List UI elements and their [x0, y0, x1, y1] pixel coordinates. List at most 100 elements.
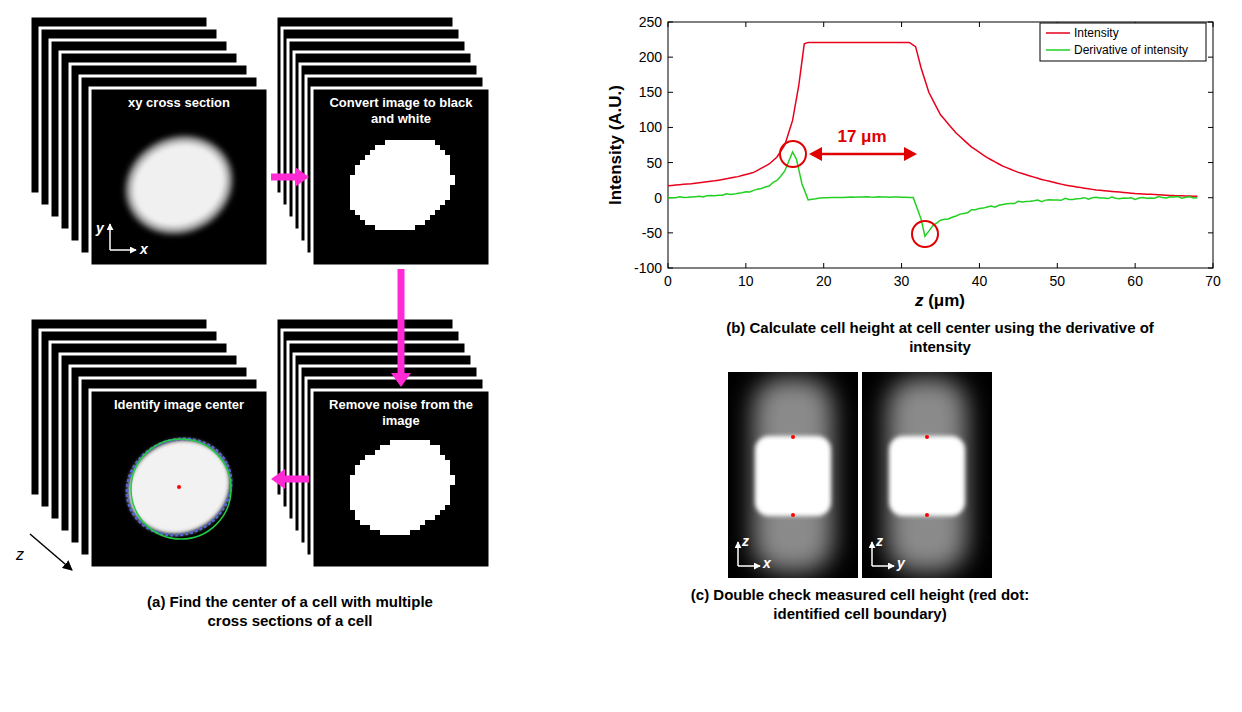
- tick-mark: [668, 22, 673, 23]
- tick-mark: [901, 22, 902, 27]
- image-stack: [276, 318, 490, 568]
- panel-title: xy cross section: [90, 88, 268, 111]
- tick-mark: [979, 22, 980, 27]
- tick-mark: [745, 263, 746, 268]
- tick-mark: [668, 263, 669, 268]
- cell-body: [755, 436, 831, 516]
- tick-mark: [668, 22, 669, 27]
- flow-arrow: [285, 476, 309, 483]
- legend-text: Intensity: [1074, 25, 1119, 41]
- axis-label: z: [876, 532, 888, 550]
- panel-caption: (b) Calculate cell height at cell center…: [720, 318, 1160, 356]
- fitted-circle: [131, 439, 231, 539]
- side-view-yz: [862, 372, 992, 578]
- plot-frame: [668, 22, 1213, 268]
- tick-mark: [1213, 22, 1214, 27]
- image-background: [728, 372, 858, 578]
- image-frame: [312, 88, 490, 266]
- tick-mark: [1208, 127, 1213, 128]
- boundary-dot: [925, 513, 929, 517]
- image-axes: [110, 224, 136, 250]
- intensity-curve: [668, 42, 1197, 196]
- pixel-edge: [111, 422, 247, 552]
- tick-label: -50: [606, 224, 662, 242]
- axis-arrow: [871, 542, 873, 566]
- boundary-dot: [791, 513, 795, 517]
- tick-label: 20: [804, 272, 844, 290]
- tick-mark: [668, 92, 673, 93]
- axis-arrow: [110, 249, 136, 251]
- arrow-head: [904, 147, 917, 161]
- image-frame: [312, 390, 490, 568]
- tick-mark: [745, 22, 746, 27]
- axis-title: z (μm): [880, 290, 1000, 312]
- axis-arrow: [109, 224, 111, 250]
- tick-mark: [979, 263, 980, 268]
- legend-line: [1046, 49, 1070, 51]
- axis-label: x: [140, 240, 152, 258]
- binary-cell: [350, 440, 455, 535]
- axis-title: Intensity (A.U.): [605, 35, 627, 255]
- plot-curves: [668, 42, 1197, 236]
- tick-mark: [823, 22, 824, 27]
- tick-mark: [1208, 57, 1213, 58]
- image-stack: [276, 16, 490, 266]
- highlight-circle: [912, 221, 938, 247]
- legend-lines: [1046, 33, 1070, 50]
- axis-label: y: [96, 219, 108, 237]
- axis-arrow: [737, 542, 739, 566]
- tick-label: 200: [606, 48, 662, 66]
- tick-mark: [1057, 263, 1058, 268]
- image-stacks: [30, 16, 490, 568]
- cell-blob: [112, 423, 245, 550]
- tick-label: 10: [726, 272, 766, 290]
- cell-halo: [887, 378, 967, 572]
- cell-halo: [753, 378, 833, 572]
- dimension-line: [820, 153, 905, 156]
- image-stack: [30, 16, 268, 266]
- axis-ticks: [668, 22, 1213, 268]
- tick-mark: [668, 268, 673, 269]
- highlight-circle: [780, 141, 806, 167]
- dimension-label: 17 μm: [822, 127, 902, 147]
- tick-label: -100: [606, 259, 662, 277]
- dimension-arrow: [809, 147, 917, 161]
- boundary-dot: [791, 435, 795, 439]
- tick-mark: [1208, 92, 1213, 93]
- tick-mark: [1208, 162, 1213, 163]
- legend-line: [1046, 32, 1070, 34]
- cell-blob: [110, 120, 248, 251]
- cell-body: [889, 436, 965, 516]
- tick-mark: [668, 127, 673, 128]
- tick-label: 0: [648, 272, 688, 290]
- tick-mark: [1135, 263, 1136, 268]
- tick-mark: [1208, 197, 1213, 198]
- tick-label: 50: [1037, 272, 1077, 290]
- image-panel: xy cross section: [90, 88, 268, 266]
- image-background: [862, 372, 992, 578]
- legend-text: Derivative of intensity: [1074, 42, 1188, 58]
- axis-arrow: [738, 565, 760, 567]
- side-view-xz: [728, 372, 858, 578]
- tick-mark: [901, 263, 902, 268]
- z-axis-arrow: [30, 534, 72, 570]
- axis-label: z: [16, 546, 30, 564]
- tick-label: 250: [606, 13, 662, 31]
- flow-arrow: [398, 269, 405, 373]
- axis-label: x: [763, 554, 775, 572]
- legend-box: [1040, 23, 1206, 61]
- arrow-head: [809, 147, 822, 161]
- axis-label: z: [742, 532, 754, 550]
- tick-mark: [823, 263, 824, 268]
- center-dot: [177, 485, 181, 489]
- image-panel: Remove noise from the image: [312, 390, 490, 568]
- panel-title: Convert image to black and white: [312, 88, 490, 127]
- axis-label: y: [897, 554, 909, 572]
- axis-arrow: [872, 565, 894, 567]
- panel-caption: (a) Find the center of a cell with multi…: [140, 592, 440, 630]
- image-panel: Identify image center: [90, 390, 268, 568]
- tick-mark: [668, 232, 673, 233]
- cell-blob: [119, 129, 238, 241]
- tick-label: 70: [1193, 272, 1233, 290]
